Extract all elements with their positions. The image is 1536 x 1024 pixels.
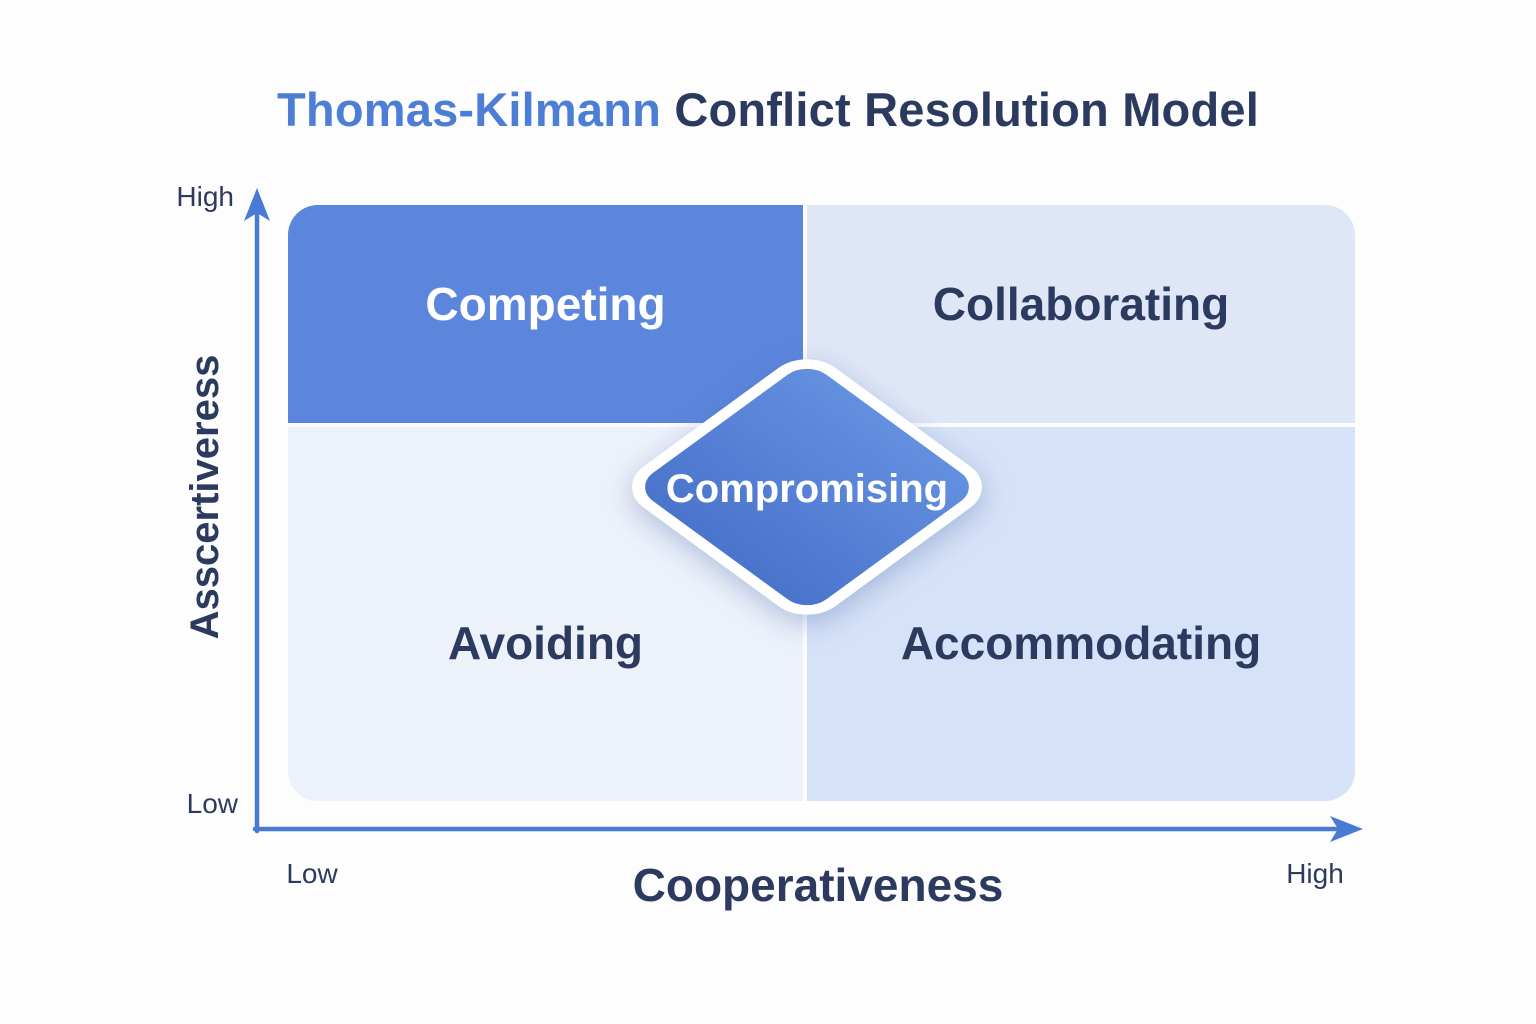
page-title: Thomas-Kilmann Conflict Resolution Model xyxy=(0,82,1536,137)
y-axis-arrowhead-icon xyxy=(244,188,270,221)
x-axis-high-tick: High xyxy=(1286,858,1344,889)
quadrant-competing-label: Competing xyxy=(425,278,666,330)
compromising-diamond xyxy=(632,359,982,615)
quadrant-accommodating: Accommodating xyxy=(807,427,1355,801)
quadrant-accommodating-label: Accommodating xyxy=(900,617,1262,669)
quadrant-collaborating-label: Collaborating xyxy=(932,278,1230,330)
x-axis-low-tick: Low xyxy=(286,858,338,889)
x-axis-title: Cooperativeness xyxy=(632,859,1004,911)
quadrant-avoiding-label: Avoiding xyxy=(447,617,644,669)
quadrant-competing: Competing xyxy=(288,205,803,423)
page-title-rest: Conflict Resolution Model xyxy=(661,83,1259,136)
y-axis-title: Asscertiveress xyxy=(183,354,227,640)
quadrant-collaborating: Collaborating xyxy=(807,205,1355,423)
compromising-diamond-label: Compromising xyxy=(665,466,949,511)
page-title-highlight: Thomas-Kilmann xyxy=(277,83,662,136)
diamond-shape xyxy=(632,359,982,615)
y-axis-low-tick: Low xyxy=(186,788,238,819)
x-axis-arrowhead-icon xyxy=(1330,816,1363,842)
y-axis-high-tick: High xyxy=(176,181,234,212)
